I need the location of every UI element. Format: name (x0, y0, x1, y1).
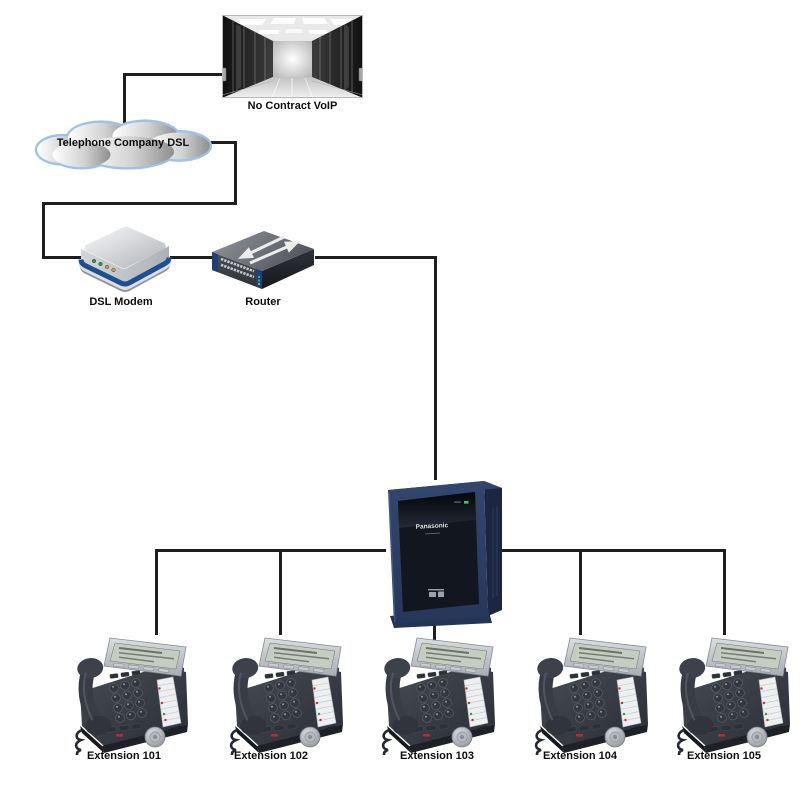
connector-line (123, 73, 224, 76)
connector-line (155, 549, 158, 635)
connector-line (434, 256, 437, 480)
dsl-modem-label: DSL Modem (89, 296, 153, 308)
connector-line (723, 549, 726, 635)
dsl-cloud-shape (28, 117, 218, 171)
connector-line (170, 256, 214, 259)
extension-103-phone (365, 630, 505, 755)
extension-105-phone (660, 630, 800, 755)
extension-104-phone (518, 630, 658, 755)
server-room-image (222, 15, 363, 98)
pbx-brand-text: Panasonic (416, 522, 449, 531)
connector-line (500, 549, 726, 552)
extension-105-label: Extension 105 (687, 750, 761, 762)
extension-104-label: Extension 104 (543, 750, 617, 762)
connector-line (42, 256, 82, 259)
router-device (204, 222, 322, 296)
extension-102-label: Extension 102 (234, 750, 308, 762)
voip-provider-label: No Contract VoIP (247, 100, 338, 112)
connector-line (195, 141, 237, 144)
extension-101-phone (58, 630, 198, 755)
dsl-cloud-label: Telephone Company DSL (56, 137, 190, 149)
router-label: Router (245, 296, 281, 308)
connector-line (579, 549, 582, 635)
connector-line (42, 202, 237, 205)
extension-102-phone (213, 630, 353, 755)
connector-line (315, 256, 437, 259)
connector-line (156, 549, 386, 552)
extension-103-label: Extension 103 (400, 750, 474, 762)
connector-line (234, 141, 237, 205)
pbx-device: Panasonic (376, 476, 510, 628)
connector-line (123, 73, 126, 127)
extension-101-label: Extension 101 (87, 750, 161, 762)
connector-line (42, 202, 45, 259)
dsl-modem-device (64, 218, 178, 293)
connector-line (279, 549, 282, 635)
